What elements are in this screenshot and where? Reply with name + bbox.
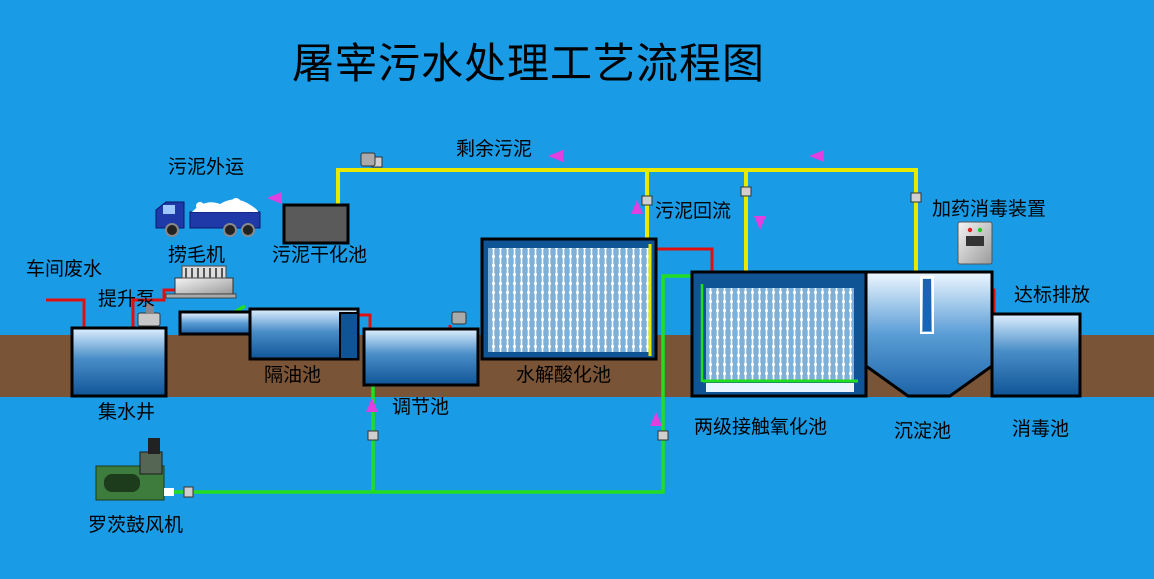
label-sedimentation-tank: 沉淀池	[894, 420, 952, 442]
label-excess-sludge: 剩余污泥	[456, 138, 533, 160]
label-lift-pump: 提升泵	[98, 288, 156, 310]
label-oil-separation-tank: 隔油池	[264, 364, 322, 386]
flow-arrows	[267, 150, 824, 426]
label-contact-oxidation-tank: 两级接触氧化池	[694, 416, 828, 438]
label-workshop-wastewater: 车间废水	[26, 258, 103, 280]
label-sludge-transport: 污泥外运	[168, 156, 245, 178]
label-roots-blower: 罗茨鼓风机	[88, 514, 184, 536]
truck-icon	[155, 198, 261, 237]
label-disinfection-tank: 消毒池	[1012, 418, 1070, 440]
label-collection-well: 集水井	[98, 401, 156, 423]
page-title: 屠宰污水处理工艺流程图	[292, 39, 766, 88]
dosing-device-icon	[957, 221, 993, 265]
disinfection-tank	[990, 312, 1082, 398]
label-sludge-return: 污泥回流	[655, 200, 732, 222]
oil-separation-tank	[248, 307, 360, 361]
label-hair-catcher: 捞毛机	[168, 244, 226, 266]
label-hydrolysis-tank: 水解酸化池	[516, 364, 612, 386]
sludge-pump-icons	[360, 152, 467, 325]
sludge-drying-bed	[282, 203, 350, 245]
hair-catcher-icon	[165, 265, 237, 299]
valve-icons	[183, 156, 922, 498]
label-compliant-discharge: 达标排放	[1014, 284, 1091, 306]
hydrolysis-tank	[480, 237, 658, 361]
contact-oxidation-tank	[690, 270, 868, 398]
screen-channel	[178, 310, 262, 336]
sedimentation-tank	[864, 270, 994, 398]
lift-pump-icon	[137, 304, 161, 327]
label-sludge-drying-bed: 污泥干化池	[272, 244, 368, 266]
label-equalization-tank: 调节池	[392, 396, 450, 418]
collection-well	[70, 326, 168, 398]
roots-blower-icon	[95, 438, 174, 501]
equalization-tank	[362, 327, 480, 387]
label-dosing-device: 加药消毒装置	[932, 198, 1047, 220]
